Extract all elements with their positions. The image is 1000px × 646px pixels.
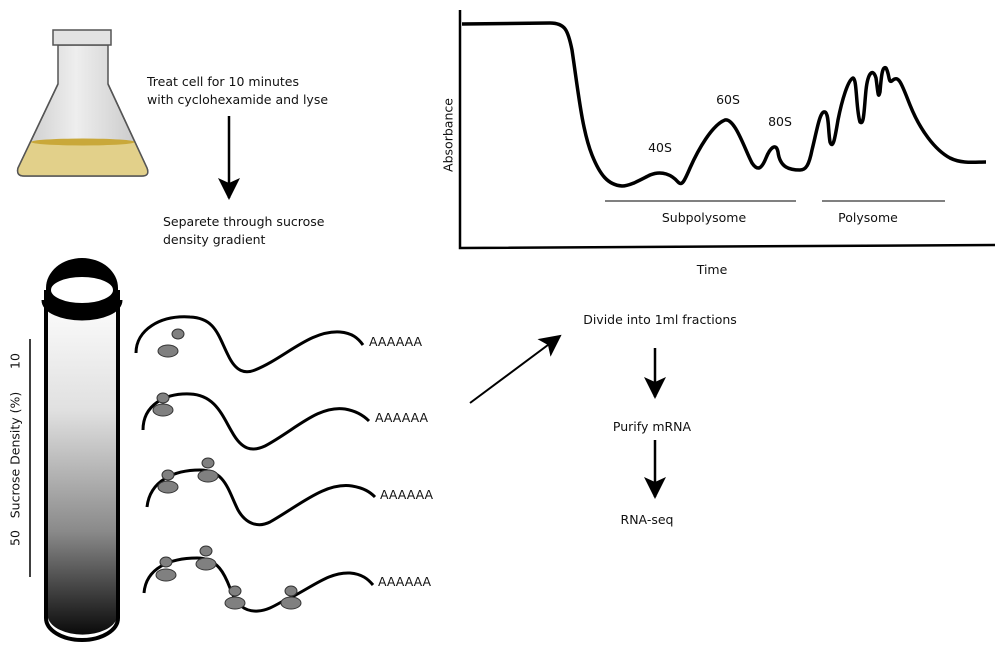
polysome-profile <box>458 10 996 250</box>
ribosome-small-subunit <box>171 328 185 340</box>
density-axis-label: Sucrose Density (%) <box>7 391 23 519</box>
polya-tail-label: AAAAAA <box>369 334 423 349</box>
treat-step-line2: with cyclohexamide and lyse <box>147 92 329 107</box>
polya-tail-label: AAAAAA <box>378 574 432 589</box>
peak-40s-label: 40S <box>648 140 672 155</box>
profile-axes <box>458 10 996 250</box>
diagonal-arrow-icon <box>469 334 562 404</box>
ribosome-small-subunit <box>199 545 213 557</box>
polya-tail-label: AAAAAA <box>380 487 434 502</box>
ribosome-small-subunit <box>159 556 173 568</box>
ribosome-large-subunit <box>197 469 219 483</box>
mrna-strands <box>134 315 377 613</box>
ribosome-large-subunit <box>224 596 246 610</box>
polya-tail-label: AAAAAA <box>375 410 429 425</box>
gradient-step-line2: density gradient <box>163 232 266 247</box>
mrna-polysome <box>142 556 375 613</box>
ribosomes <box>152 328 302 610</box>
ribosome-large-subunit <box>195 557 217 571</box>
mrna-monosome <box>141 392 371 451</box>
workflow-step-divide: Divide into 1ml fractions <box>583 312 737 327</box>
flask-icon <box>16 29 149 177</box>
peak-80s-label: 80S <box>768 114 792 129</box>
ribosome-small-subunit <box>161 469 175 481</box>
ribosome-large-subunit <box>157 344 179 358</box>
subpolysome-label: Subpolysome <box>661 210 747 225</box>
density-tick-10: 10 <box>7 353 23 369</box>
mrna-disome <box>145 468 377 527</box>
ribosome-small-subunit <box>228 585 242 597</box>
gradient-step-line1: Separete through sucrose <box>163 214 325 229</box>
polysome-label: Polysome <box>838 210 898 225</box>
workflow-step-purify: Purify mRNA <box>612 419 692 434</box>
treat-step-line1: Treat cell for 10 minutes <box>147 74 300 89</box>
profile-curve <box>461 21 987 188</box>
workflow-step-rnaseq: RNA-seq <box>620 512 674 527</box>
ribosome-large-subunit <box>152 403 174 417</box>
peak-60s-label: 60S <box>716 92 740 107</box>
ribosome-large-subunit <box>280 596 302 610</box>
absorbance-axis-label: Absorbance <box>440 98 456 172</box>
ribosome-small-subunit <box>201 457 215 469</box>
density-tick-50: 50 <box>7 530 23 546</box>
gradient-tube-icon <box>41 258 123 642</box>
ribosome-large-subunit <box>155 568 177 582</box>
mrna-free <box>134 315 365 374</box>
ribosome-small-subunit <box>156 392 170 404</box>
ribosome-small-subunit <box>284 585 298 597</box>
time-axis-label: Time <box>696 262 728 277</box>
ribosome-large-subunit <box>157 480 179 494</box>
